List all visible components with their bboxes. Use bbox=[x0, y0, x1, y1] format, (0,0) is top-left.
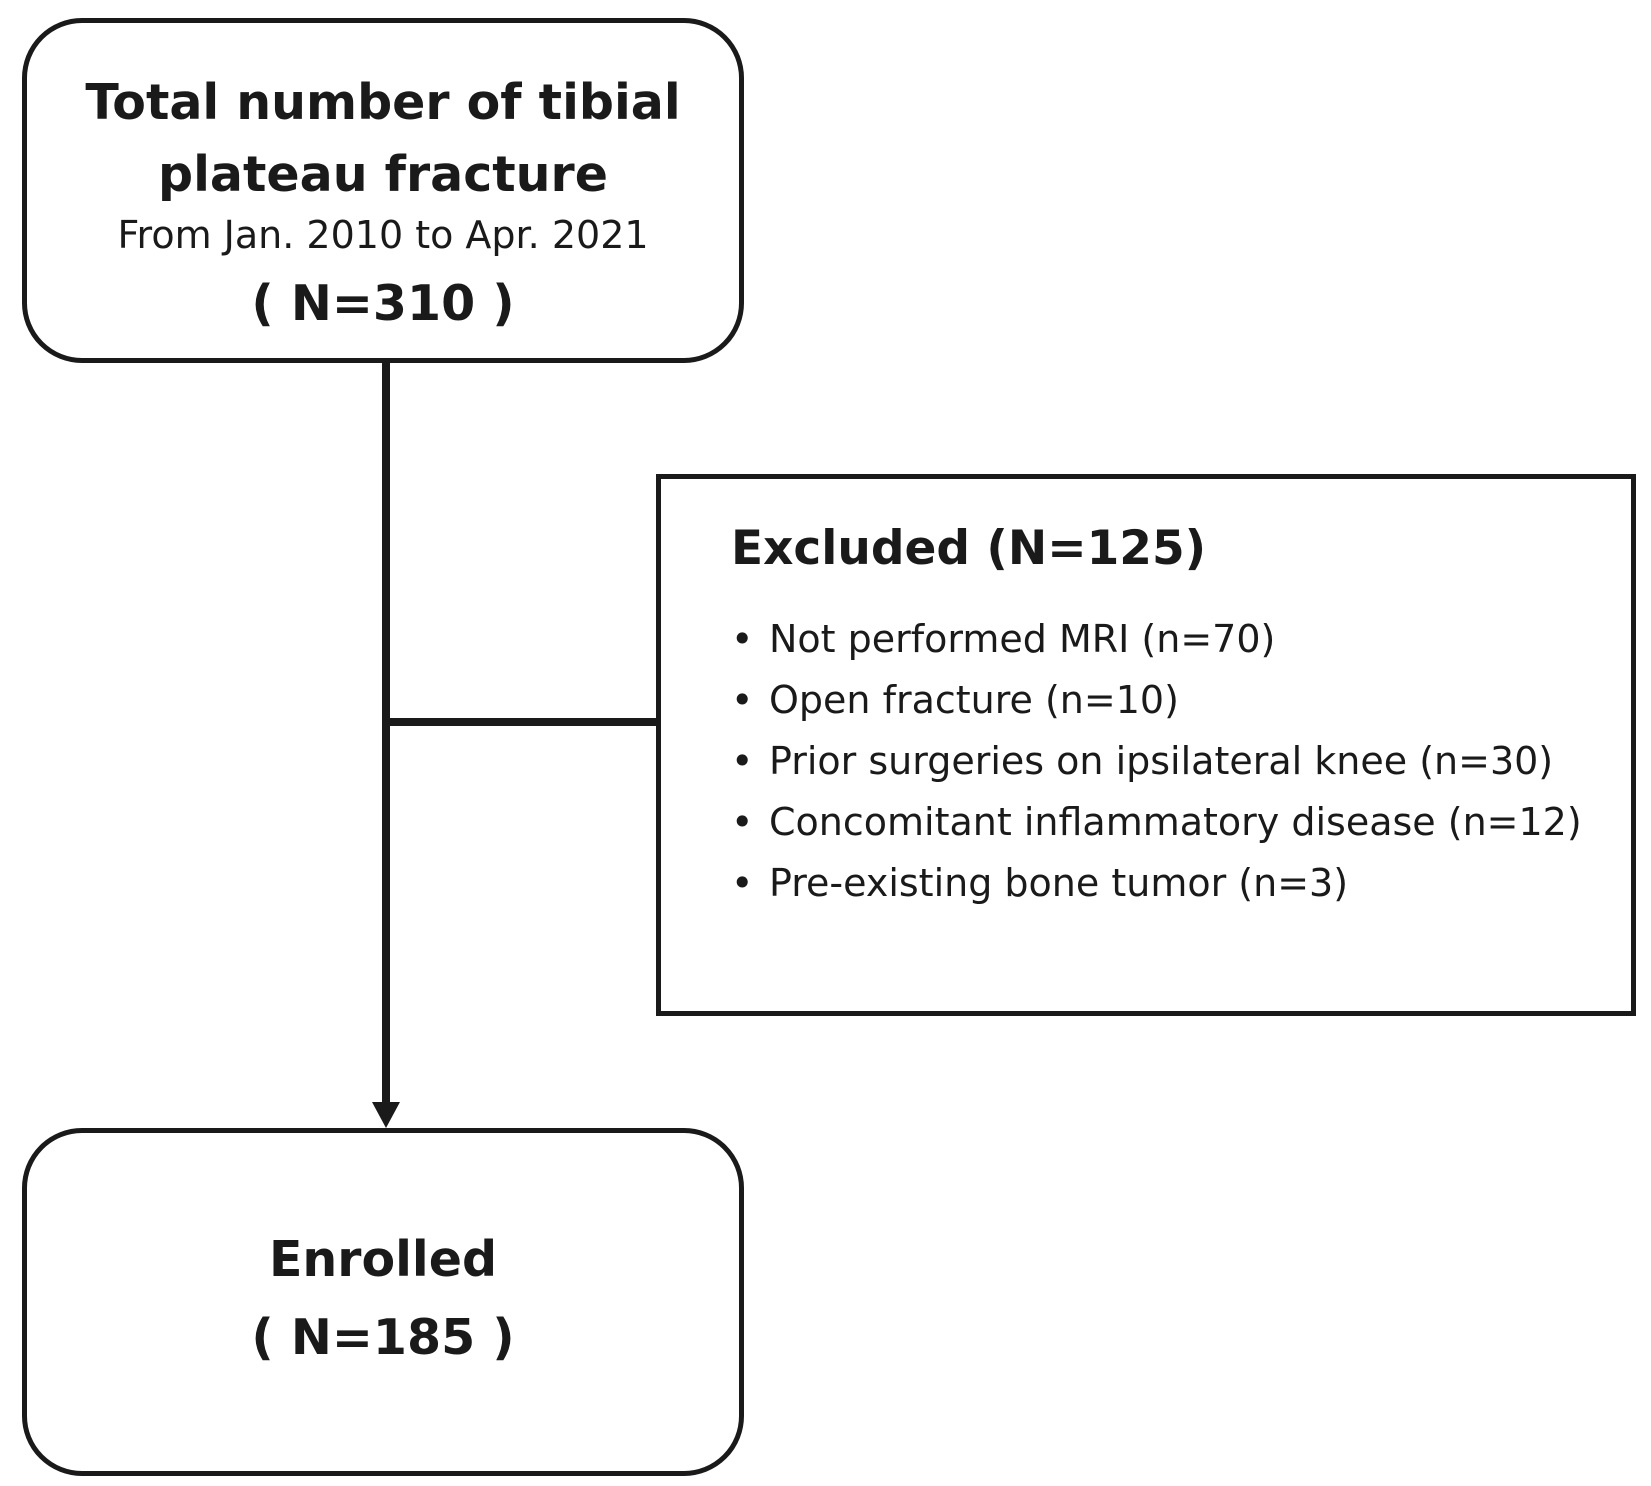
node-enrolled-title: Enrolled bbox=[268, 1231, 498, 1288]
node-total-count: ( N=310 ) bbox=[251, 275, 515, 332]
bullet-icon: • bbox=[731, 800, 754, 844]
exclusion-item: • Pre-existing bone tumor (n=3) bbox=[731, 853, 1626, 914]
bullet-icon: • bbox=[731, 739, 754, 783]
bullet-icon: • bbox=[731, 861, 754, 905]
exclusion-item-label: Open fracture (n=10) bbox=[769, 678, 1179, 722]
exclusion-item-label: Prior surgeries on ipsilateral knee (n=3… bbox=[769, 739, 1554, 783]
exclusion-item: • Prior surgeries on ipsilateral knee (n=… bbox=[731, 731, 1626, 792]
exclusion-item: • Open fracture (n=10) bbox=[731, 670, 1626, 731]
exclusion-item-label: Not performed MRI (n=70) bbox=[769, 617, 1276, 661]
arrowhead-enrolled bbox=[372, 1102, 400, 1128]
bullet-icon: • bbox=[731, 678, 754, 722]
node-excluded: Excluded (N=125) • Not performed MRI (n=7… bbox=[656, 474, 1636, 1016]
node-total-date-range: From Jan. 2010 to Apr. 2021 bbox=[117, 213, 649, 257]
node-enrolled-count: ( N=185 ) bbox=[251, 1309, 515, 1366]
node-total-title: Total number of tibial plateau fracture bbox=[85, 74, 681, 203]
node-excluded-title: Excluded (N=125) bbox=[731, 521, 1207, 576]
exclusion-list: • Not performed MRI (n=70) • Open fracture… bbox=[731, 609, 1626, 914]
node-total-fractures: Total number of tibial plateau fracture … bbox=[22, 18, 744, 363]
exclusion-item-label: Pre-existing bone tumor (n=3) bbox=[769, 861, 1349, 905]
exclusion-item: • Not performed MRI (n=70) bbox=[731, 609, 1626, 670]
node-enrolled: Enrolled ( N=185 ) bbox=[22, 1128, 744, 1476]
bullet-icon: • bbox=[731, 617, 754, 661]
exclusion-item: • Concomitant inflammatory disease (n=12) bbox=[731, 792, 1626, 853]
exclusion-item-label: Concomitant inflammatory disease (n=12) bbox=[769, 800, 1582, 844]
